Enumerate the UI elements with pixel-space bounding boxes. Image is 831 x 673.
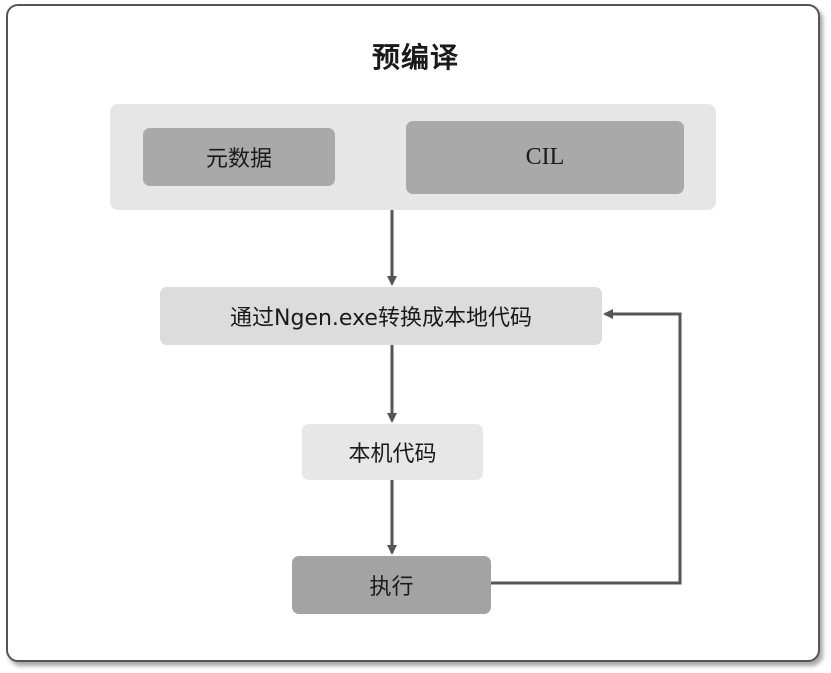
ngen-conversion-node: 通过Ngen.exe转换成本地代码 <box>160 287 602 345</box>
diagram-title: 预编译 <box>371 41 459 74</box>
execute-node: 执行 <box>292 556 491 614</box>
native-code-node: 本机代码 <box>302 424 483 480</box>
metadata-node: 元数据 <box>143 128 335 186</box>
cil-node: CIL <box>406 121 684 194</box>
